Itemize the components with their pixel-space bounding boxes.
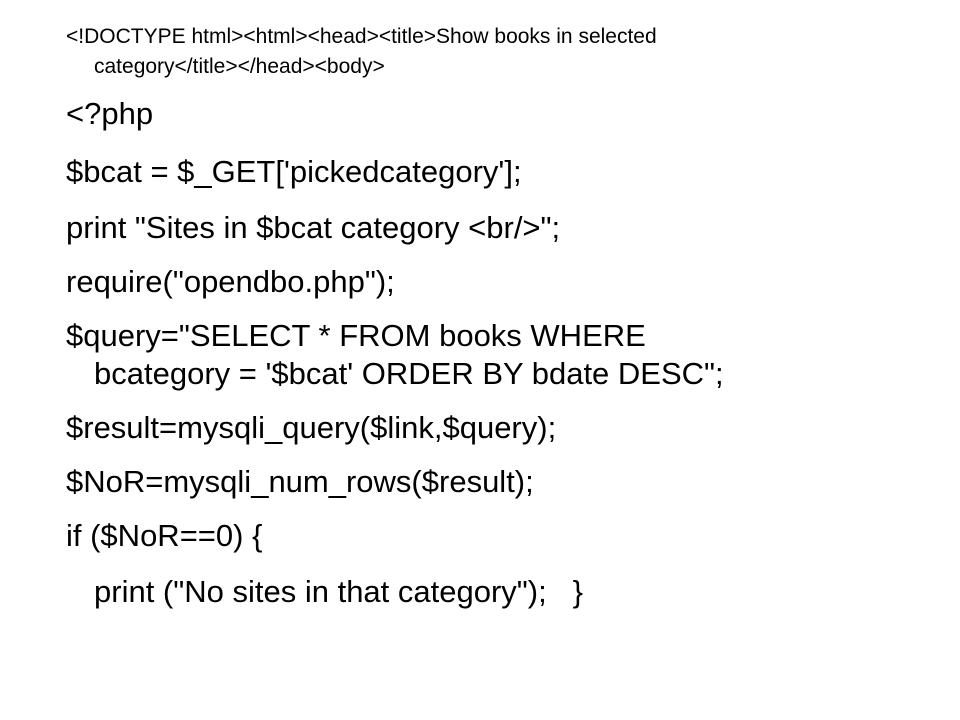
code-line-bcat: $bcat = $_GET['pickedcategory']; — [66, 154, 522, 189]
code-line-doctype: <!DOCTYPE html><html><head><title>Show b… — [66, 25, 657, 48]
code-line-php-open: <?php — [66, 96, 154, 131]
code-line-require: require("opendbo.php"); — [66, 264, 395, 299]
code-line-print-none: print ("No sites in that category"); } — [94, 574, 583, 609]
code-line-print-sites: print "Sites in $bcat category <br/>"; — [66, 210, 561, 245]
code-line-doctype-continued: category</title></head><body> — [94, 55, 385, 78]
code-line-if: if ($NoR==0) { — [66, 518, 263, 553]
code-line-query-continued: bcategory = '$bcat' ORDER BY bdate DESC"… — [94, 356, 724, 391]
code-line-result: $result=mysqli_query($link,$query); — [66, 410, 557, 445]
code-line-nor: $NoR=mysqli_num_rows($result); — [66, 464, 534, 499]
code-line-query: $query="SELECT * FROM books WHERE — [66, 318, 646, 353]
